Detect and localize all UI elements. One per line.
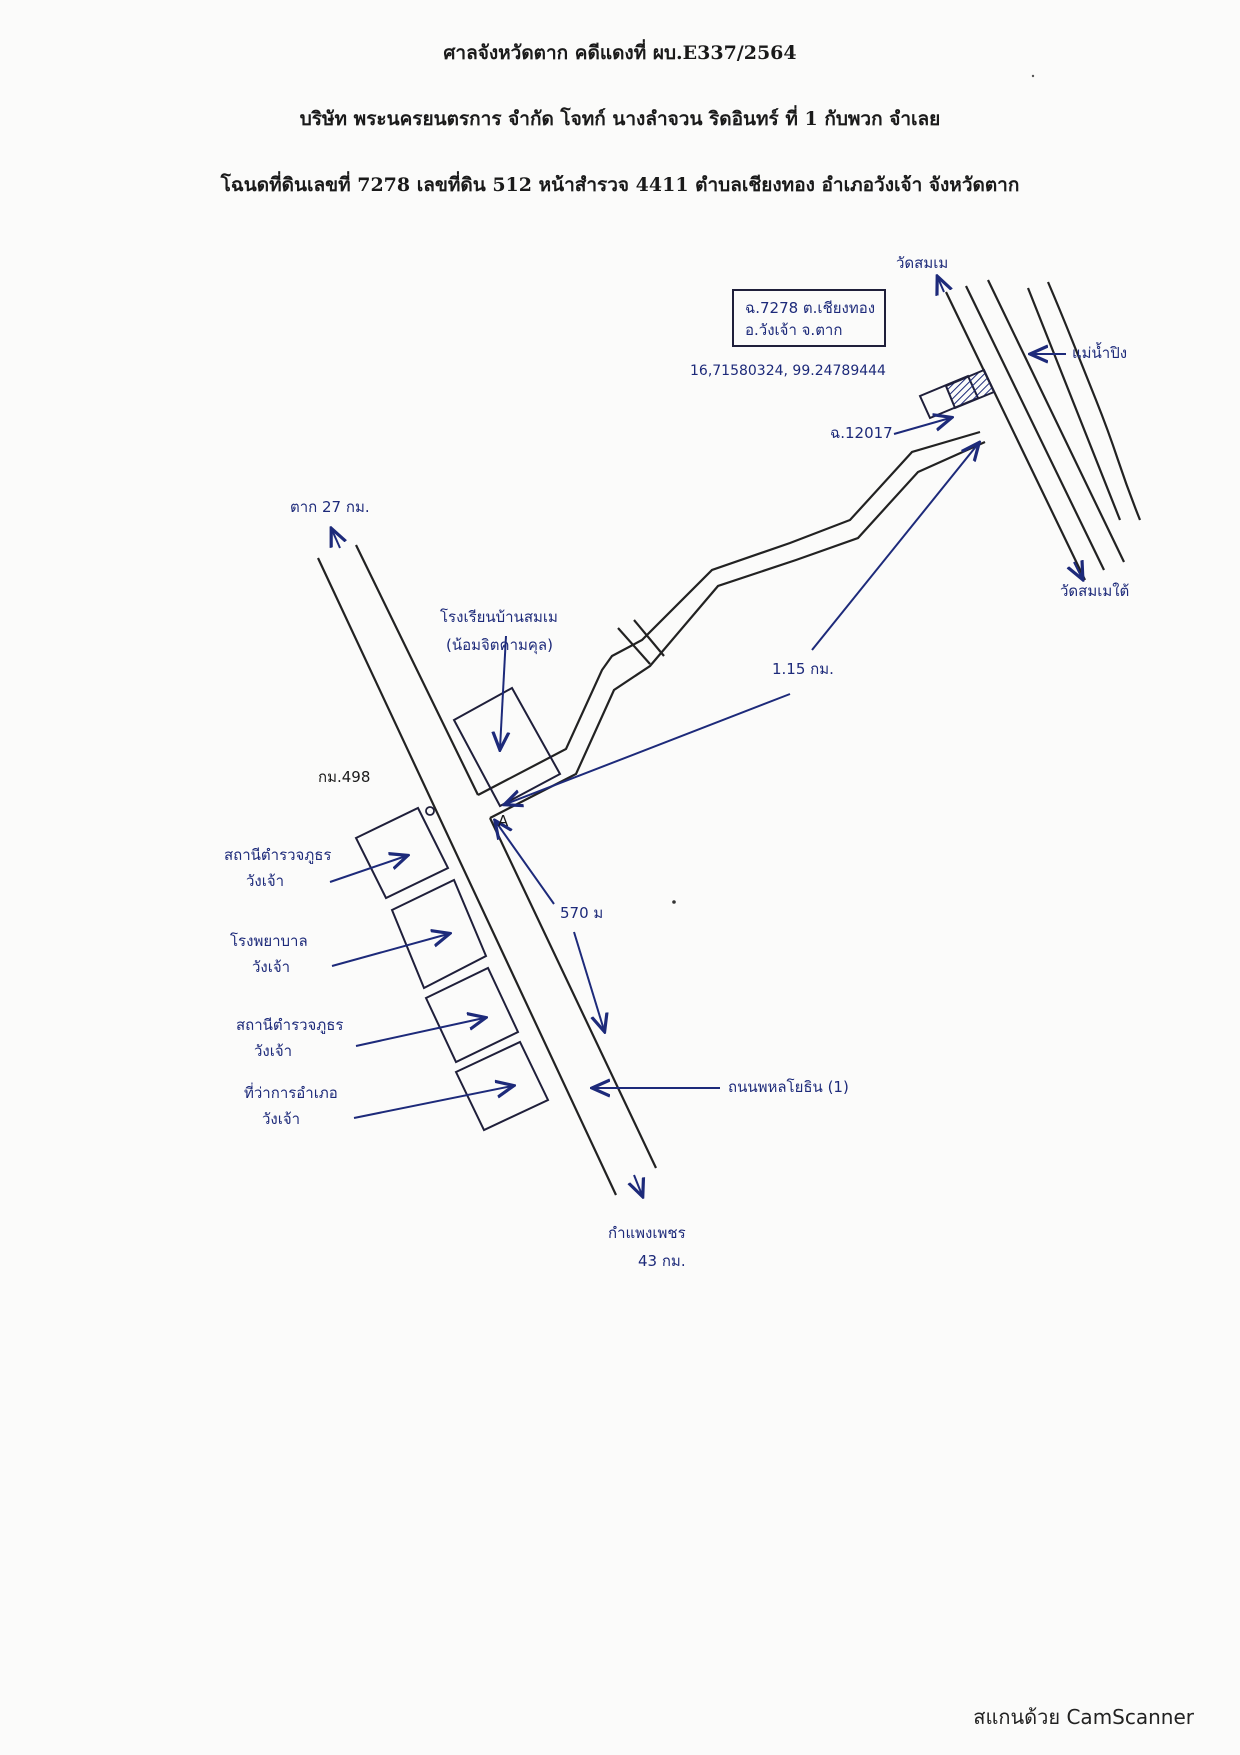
tak-direction-arrow [332,530,340,549]
river-road-mid-edge [965,285,1105,571]
road-crossing-mark [617,627,651,665]
coordinates-label: 16,71580324, 99.24789444 [690,363,886,379]
wat-north-label: วัดสมเม [896,254,948,272]
km-marker-dot [425,806,435,816]
highway-west-edge [317,557,617,1196]
neighbor-deed-arrow [893,418,950,435]
river-road-west-edge [945,291,1086,581]
court-case-title: ศาลจังหวัดตาก คดีแดงที่ ผบ.E337/2564 [443,42,797,64]
distance-short-label: 570 ม [560,904,603,922]
road-crossing-mark-2 [633,619,665,657]
wat-south-label: วัดสมเมใต้ [1060,582,1129,600]
km-marker-label: กม.498 [318,768,370,786]
kamphaeng-label-line1: กำแพงเพชร [608,1224,686,1242]
wat-north-arrow [938,278,944,292]
school-arrow [500,635,506,748]
riverbank-line [1026,287,1122,521]
kamphaeng-label-line2: 43 กม. [638,1252,686,1270]
neighbor-deed-label: ฉ.12017 [830,424,893,442]
land-deed-line: โฉนดที่ดินเลขที่ 7278 เลขที่ดิน 512 หน้า… [220,174,1020,196]
deed-info-box [732,289,886,347]
river-wave-line [1046,281,1142,521]
distance-short-arrow-down [573,931,604,1030]
distance-short-arrow-up [496,822,555,905]
school-label-line2: (น้อมจิตคามคุล) [446,636,553,655]
district-office-building [454,1040,550,1132]
camscanner-watermark: สแกนด้วย CamScanner [973,1705,1194,1729]
distance-long-label: 1.15 กม. [772,660,834,678]
hospital-building [390,878,488,990]
wat-south-arrow [1074,562,1082,578]
hospital-arrow [331,934,448,967]
distance-long-arrow [506,693,791,804]
river-label: แม่น้ำปิง [1072,342,1127,362]
scan-speck-2 [1031,74,1035,78]
parties-line: บริษัท พระนครยนตรการ จำกัด โจทก์ นางลำจว… [299,108,941,130]
district-label-line2: วังเจ้า [262,1110,300,1128]
highway-east-edge [355,544,479,796]
side-road-south-edge [489,440,986,819]
police-station-building [354,806,450,900]
highway-label: ถนนพหลโยธิน (1) [728,1078,849,1096]
deed-box-line2: อ.วังเจ้า จ.ตาก [745,321,842,339]
station-label-line1: สถานีตำรวจภูธร [236,1016,343,1034]
school-label-line1: โรงเรียนบ้านสมเม [440,608,558,626]
police-arrow [329,856,406,883]
police-label-line2: วังเจ้า [246,872,284,890]
highway-east-edge-south [489,817,657,1169]
distance-long-arrow-tail [811,444,978,651]
kamphaeng-direction-arrow [634,1174,642,1195]
deed-box-line1: ฉ.7278 ต.เชียงทอง [745,299,875,317]
scan-speck [672,900,676,904]
hospital-label-line2: วังเจ้า [252,958,290,976]
target-land-parcel [944,368,996,410]
school-building [452,686,562,808]
police-label-line1: สถานีตำรวจภูธร [224,846,331,864]
side-road-north-edge [477,430,981,796]
point-a-label: A [498,812,509,830]
district-arrow [353,1086,512,1119]
river-road-east-edge [987,279,1125,563]
station-label-line2: วังเจ้า [254,1042,292,1060]
hospital-label-line1: โรงพยาบาล [230,932,308,950]
station-arrow [355,1018,484,1047]
station-building [424,966,520,1064]
district-label-line1: ที่ว่าการอำเภอ [244,1082,338,1102]
tak-direction-label: ตาก 27 กม. [290,498,370,516]
